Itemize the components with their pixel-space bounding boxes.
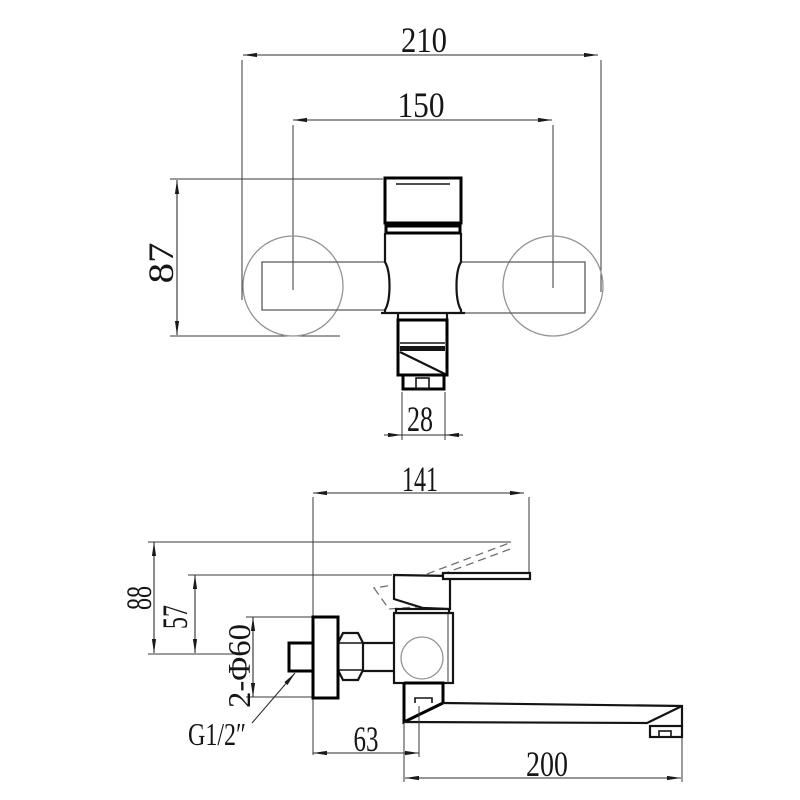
lever-bar — [441, 571, 532, 581]
dim-g12-label: G1/2″ — [188, 716, 246, 752]
dim-150-label: 150 — [398, 85, 445, 125]
dim-87-label: 87 — [141, 243, 181, 284]
left-escutcheon-bar — [261, 261, 385, 311]
wall-connection-side — [287, 615, 396, 700]
ring-band — [384, 224, 462, 235]
handle-base-front — [383, 176, 463, 235]
dim-88-label: 88 — [119, 586, 159, 610]
spout-dark-band — [400, 346, 445, 351]
handle-block — [392, 573, 452, 611]
dimension-spout-reach: 200 — [403, 724, 683, 784]
dimension-body-height: 87 — [141, 178, 383, 337]
mixer-body-front — [381, 233, 465, 320]
dimension-body-top-height: 57 — [155, 574, 392, 653]
right-escutcheon-bar — [461, 261, 586, 314]
dimension-lever-raised-height: 88 — [119, 541, 511, 655]
dimension-spout-width: 28 — [384, 392, 463, 440]
hex-nut — [336, 631, 365, 682]
dim-57-label: 57 — [155, 605, 195, 629]
dimension-overall-width: 210 — [241, 20, 602, 300]
front-view: 210 150 87 — [141, 20, 604, 440]
dim-141-label: 141 — [402, 459, 438, 499]
dimension-lever-reach: 141 — [313, 459, 530, 572]
dim-200-label: 200 — [526, 744, 568, 784]
mixer-body-side — [392, 607, 455, 685]
dim-210-label: 210 — [401, 20, 447, 60]
dimension-wall-to-spout: 63 — [313, 706, 420, 759]
wall-escutcheon — [311, 615, 340, 700]
left-flange-circle — [242, 235, 344, 337]
side-view: 141 88 57 2-Φ60 — [119, 459, 684, 784]
thread-callout: G1/2″ — [188, 672, 296, 752]
dimension-flange-diameter: 2-Φ60 — [221, 616, 312, 708]
spout-front — [396, 318, 449, 391]
aerator-front — [401, 373, 446, 391]
body-port-circle — [400, 636, 444, 680]
dim-phi60-label: 2-Φ60 — [221, 624, 257, 708]
dim-28-label: 28 — [407, 399, 433, 439]
dim-63-label: 63 — [354, 719, 379, 759]
handle-side — [392, 571, 532, 611]
right-flange-circle — [502, 235, 604, 337]
body-ring — [394, 607, 451, 615]
spout-side — [402, 681, 684, 739]
inlet-stub — [287, 641, 315, 673]
dimension-hole-spacing: 150 — [292, 85, 554, 290]
